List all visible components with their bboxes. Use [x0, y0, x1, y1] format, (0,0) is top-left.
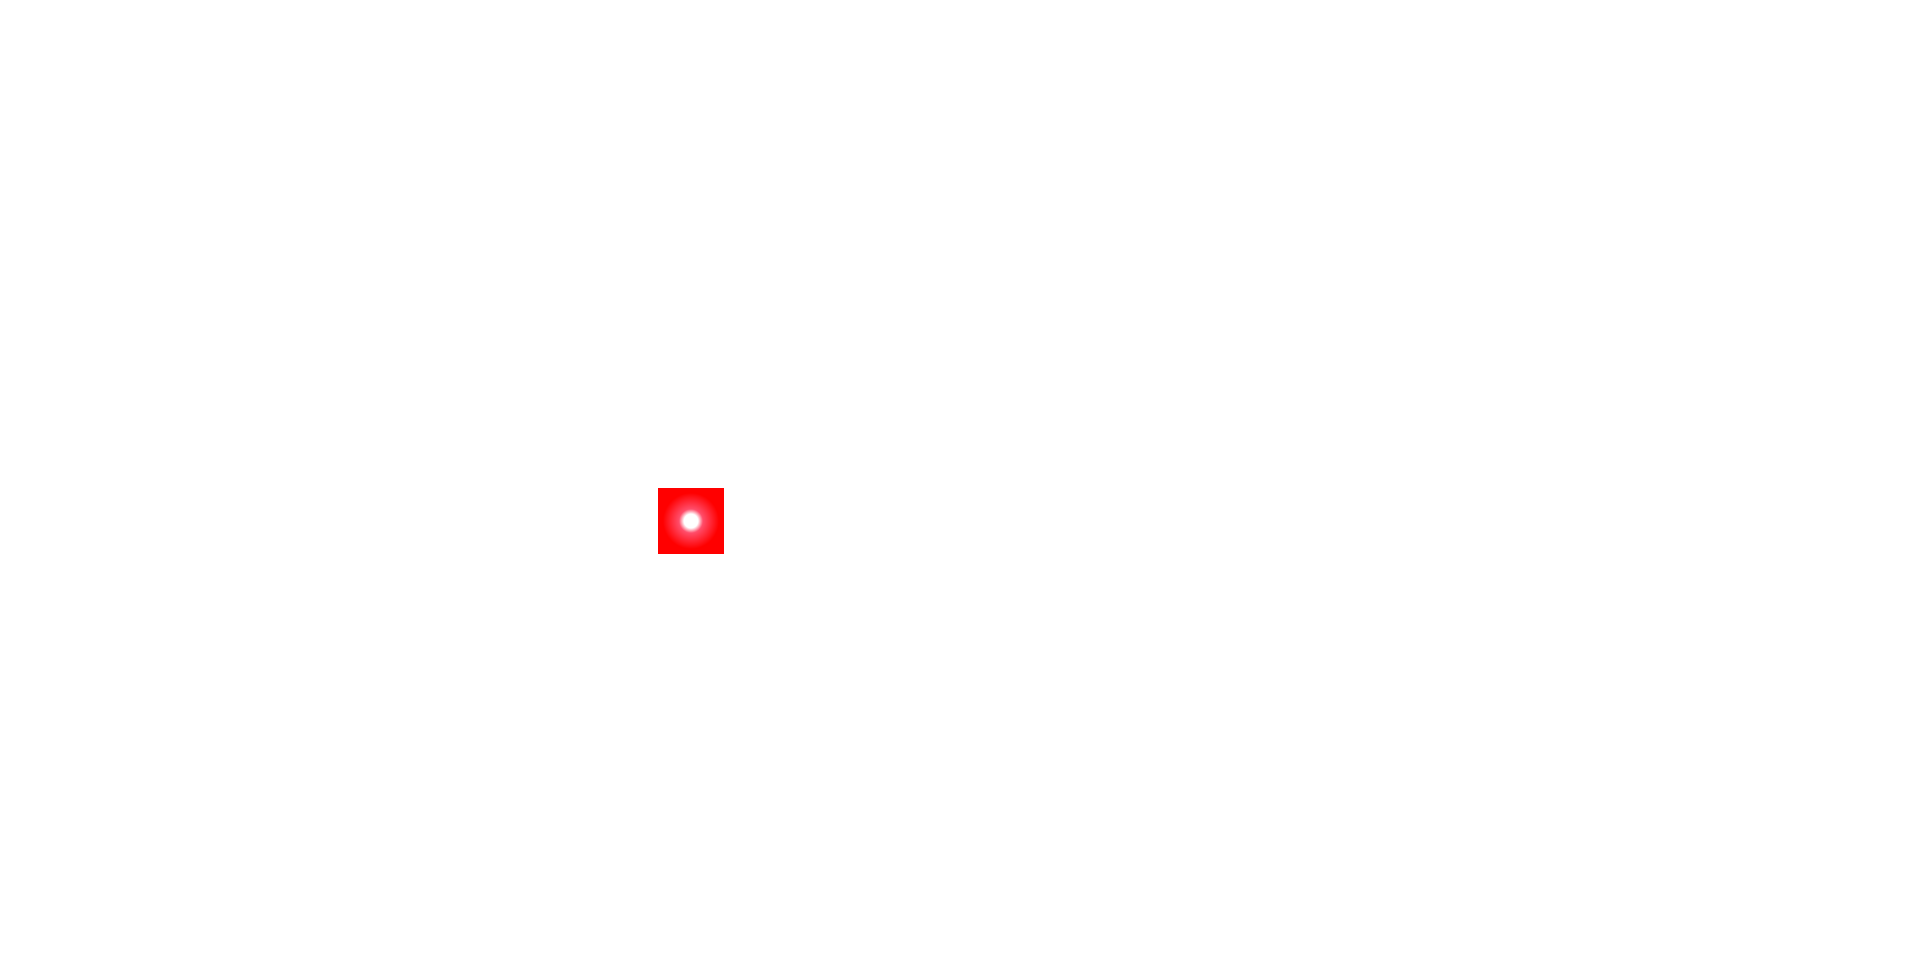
- click-target-marker[interactable]: [658, 488, 724, 554]
